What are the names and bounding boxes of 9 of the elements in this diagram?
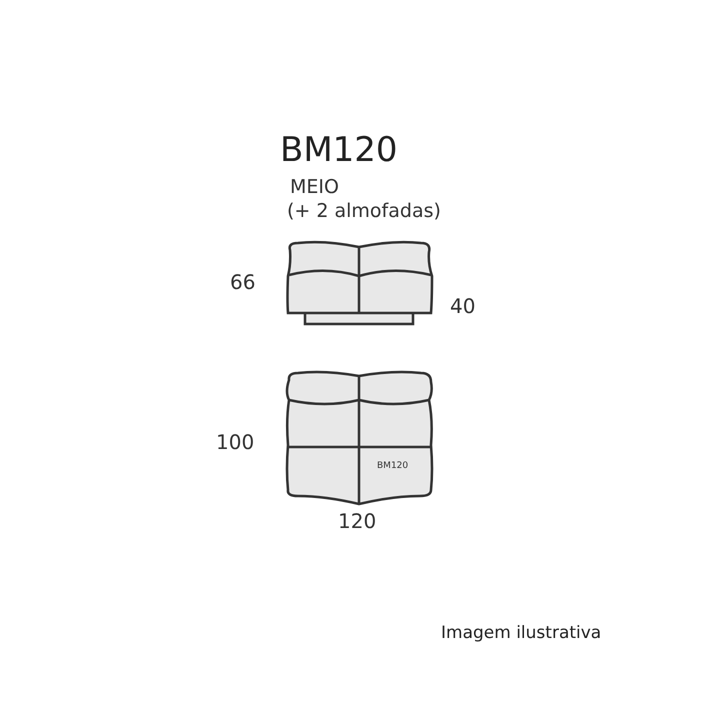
dimension-label: 120 (338, 511, 376, 531)
subtitle: (+ 2 almofadas) (287, 202, 441, 221)
dimension-label: 40 (450, 296, 476, 316)
module-code: BM120 (377, 462, 408, 471)
caption: Imagem ilustrativa (441, 625, 602, 642)
dimension-label: 100 (216, 432, 254, 452)
subtitle: MEIO (290, 178, 339, 197)
model-title: BM120 (280, 133, 398, 167)
dimension-label: 66 (230, 272, 256, 292)
